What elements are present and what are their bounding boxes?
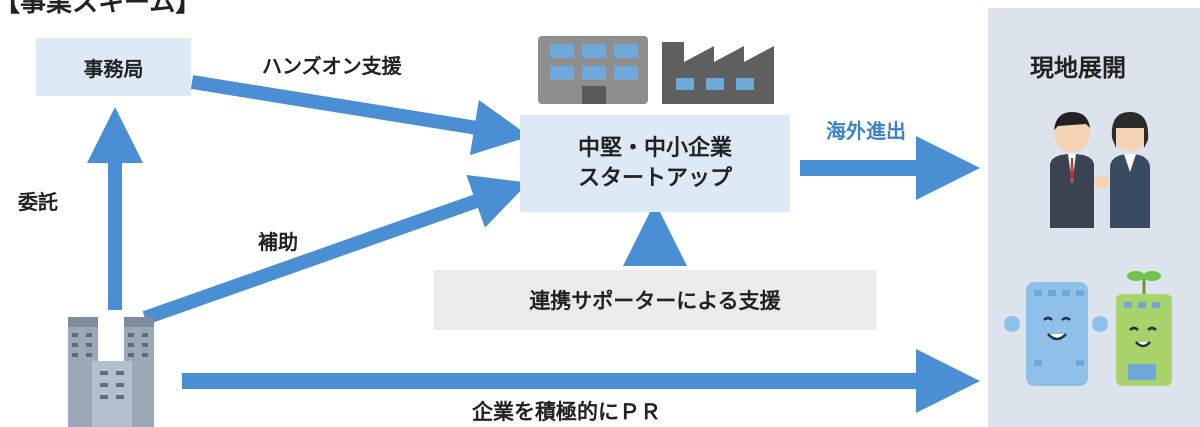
secretariat-label: 事務局 [83, 56, 144, 81]
factory-icon [662, 42, 774, 104]
target-company-box: 中堅・中小企業 スタートアップ [520, 115, 790, 212]
handson-label: ハンズオン支援 [262, 54, 402, 78]
arrow-subsidy [142, 174, 529, 325]
handshake-businesspeople-icon [1050, 112, 1150, 228]
overseas-label: 海外進出 [826, 119, 906, 143]
government-building-icon [68, 317, 154, 427]
subsidy-label: 補助 [258, 230, 298, 254]
office-building-icon [538, 36, 648, 104]
pr-label: 企業を積極的にＰＲ [472, 400, 661, 424]
scheme-title: 【事業スキーム】 [0, 0, 202, 18]
consign-label: 委託 [18, 190, 58, 214]
local-panel-title: 現地展開 [1030, 54, 1126, 82]
target-line-1: 中堅・中小企業 [577, 135, 732, 161]
supporter-label: 連携サポーターによる支援 [529, 289, 781, 313]
target-line-2: スタートアップ [577, 165, 732, 191]
arrow-handson [190, 75, 530, 156]
secretariat-box: 事務局 [36, 38, 191, 96]
smiling-buildings-icon [1004, 271, 1172, 386]
supporter-box: 連携サポーターによる支援 [434, 270, 876, 330]
